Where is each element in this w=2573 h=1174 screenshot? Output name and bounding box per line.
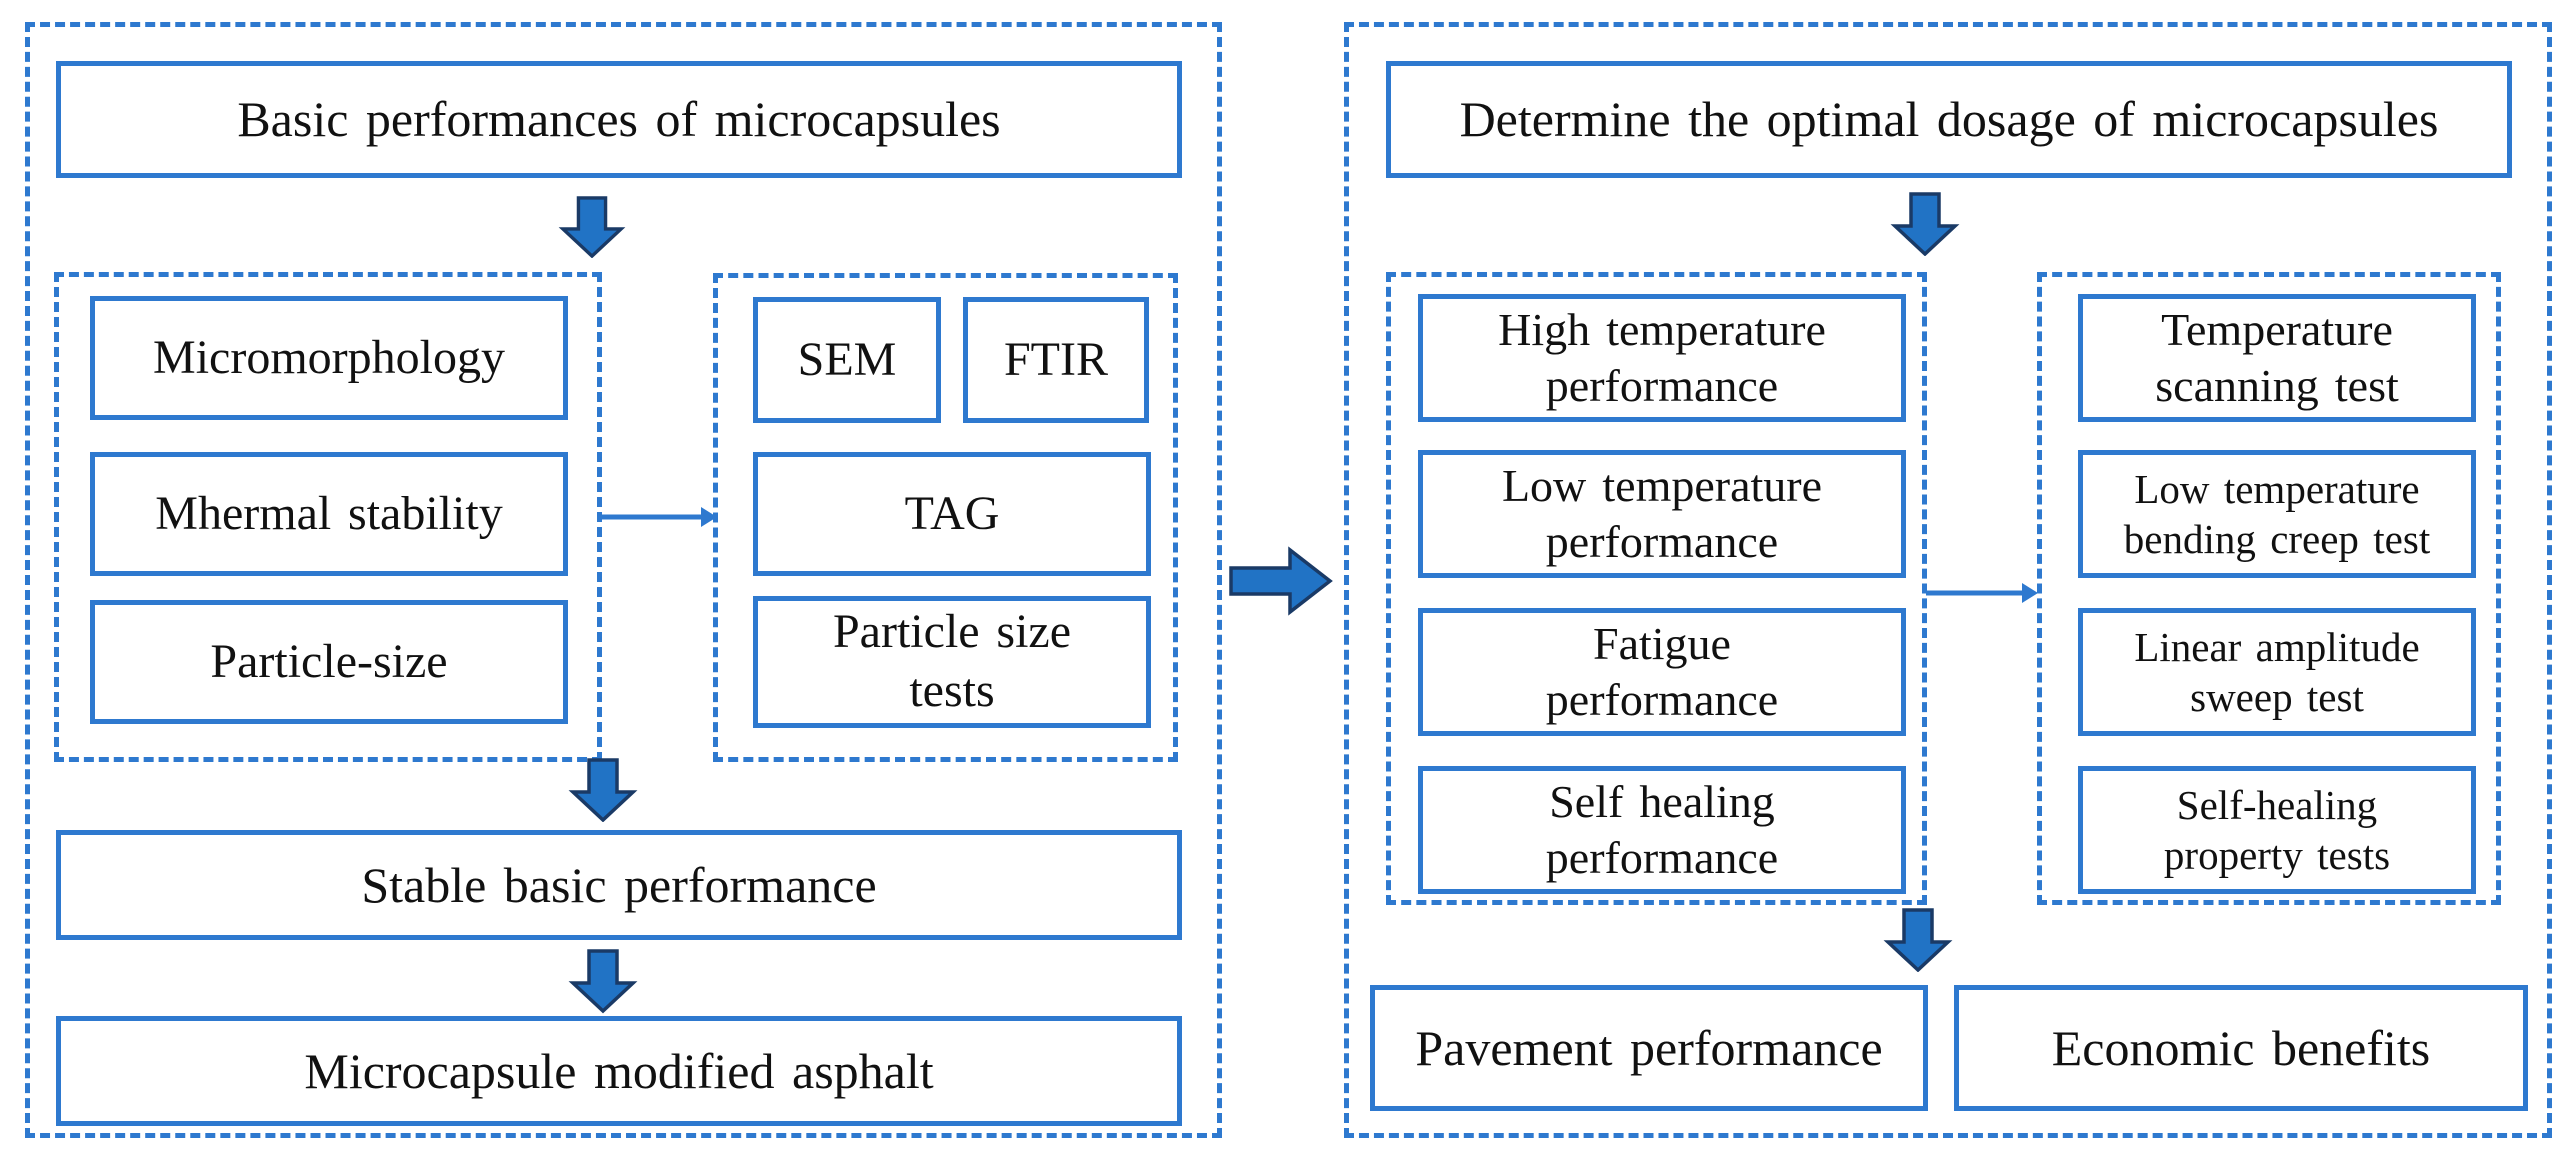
right-panel-frame: [1344, 22, 2552, 1138]
thin-right-arrow-icon: [601, 507, 717, 527]
sem-box: SEM: [753, 297, 941, 423]
tag-box: TAG: [753, 452, 1151, 576]
microcapsule-modified-asphalt-box: Microcapsule modified asphalt: [56, 1016, 1182, 1126]
low-temperature-performance-box: Low temperature performance: [1418, 450, 1906, 578]
thermal-stability-box: Mhermal stability: [90, 452, 568, 576]
right-arrow-icon: [1229, 546, 1333, 616]
performance-group-frame: [1386, 272, 1927, 905]
micromorphology-box: Micromorphology: [90, 296, 568, 420]
down-arrow-icon: [568, 758, 638, 822]
linear-amplitude-sweep-test-box: Linear amplitude sweep test: [2078, 608, 2476, 736]
down-arrow-icon: [1883, 908, 1953, 972]
down-arrow-icon: [558, 196, 626, 258]
thin-right-arrow-icon: [1926, 583, 2038, 603]
particle-size-box: Particle-size: [90, 600, 568, 724]
pavement-performance-box: Pavement performance: [1370, 985, 1928, 1111]
self-healing-performance-box: Self healing performance: [1418, 766, 1906, 894]
temperature-scanning-test-box: Temperature scanning test: [2078, 294, 2476, 422]
economic-benefits-box: Economic benefits: [1954, 985, 2528, 1111]
down-arrow-icon: [1890, 192, 1960, 256]
high-temperature-performance-box: High temperature performance: [1418, 294, 1906, 422]
performance-tests-frame: [2037, 272, 2501, 905]
self-healing-property-tests-box: Self-healing property tests: [2078, 766, 2476, 894]
fatigue-performance-box: Fatigue performance: [1418, 608, 1906, 736]
basic-performances-box: Basic performances of microcapsules: [56, 61, 1182, 178]
down-arrow-icon: [568, 949, 638, 1014]
bending-creep-test-box: Low temperature bending creep test: [2078, 450, 2476, 578]
left-panel-frame: [25, 22, 1222, 1138]
characterization-group-frame: [54, 272, 602, 762]
ftir-box: FTIR: [963, 297, 1149, 423]
stable-basic-performance-box: Stable basic performance: [56, 830, 1182, 940]
optimal-dosage-box: Determine the optimal dosage of microcap…: [1386, 61, 2512, 178]
particle-size-tests-box: Particle size tests: [753, 596, 1151, 728]
